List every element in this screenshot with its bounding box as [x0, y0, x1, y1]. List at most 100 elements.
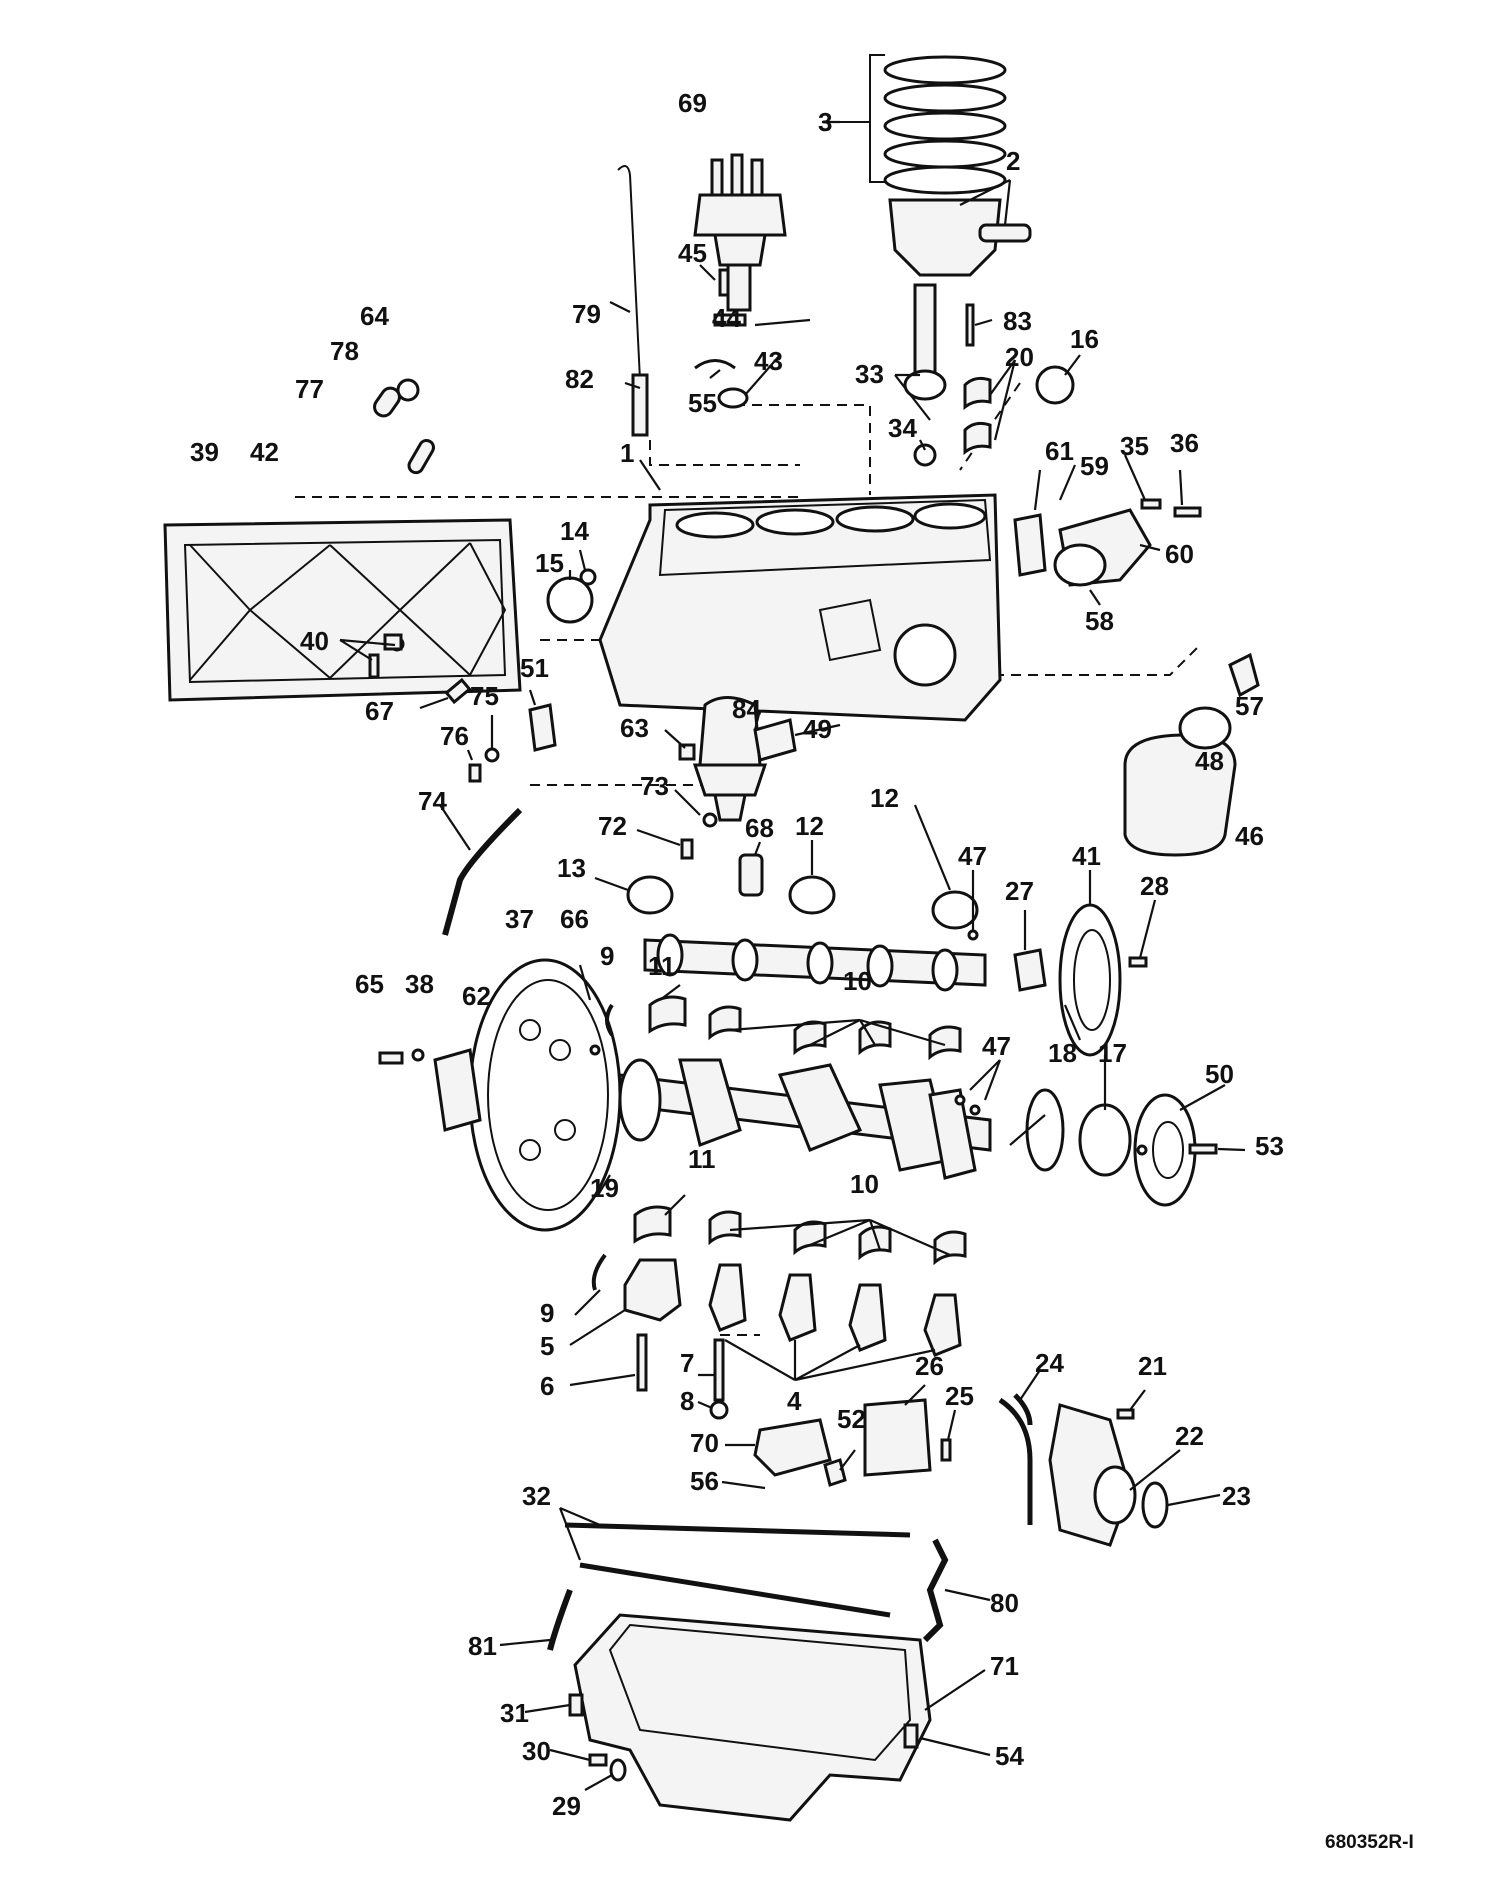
callout-26: 26	[915, 1351, 944, 1381]
oil-pan-gasket-right	[579, 1562, 891, 1618]
rocker-spacer	[373, 386, 401, 418]
callout-73: 73	[640, 771, 669, 801]
callout-75: 75	[470, 681, 499, 711]
oil-pump-screen-clip	[823, 1458, 847, 1487]
callout-78: 78	[330, 336, 359, 366]
main-bearing-upper-4	[928, 1025, 962, 1061]
callout-66: 66	[560, 904, 589, 934]
rod-bearing-upper	[963, 376, 992, 411]
thrust-bearing-upper	[648, 995, 687, 1034]
callout-74: 74	[418, 786, 447, 816]
rod-bearing-lower	[963, 421, 992, 456]
drain-plug	[588, 1753, 608, 1767]
callout-5: 5	[540, 1331, 554, 1361]
valve-rocker-cover	[163, 518, 522, 702]
camshaft-bearing-rear	[931, 890, 979, 930]
callout-37: 37	[505, 904, 534, 934]
camshaft-bearing	[788, 875, 836, 915]
callout-48: 48	[1195, 746, 1224, 776]
main-bearing-cap-1	[708, 1263, 747, 1332]
callout-29: 29	[552, 1791, 581, 1821]
oil-pump-stud	[713, 1338, 725, 1402]
oil-pan-gasket-left	[564, 1522, 911, 1538]
callout-60: 60	[1165, 539, 1194, 569]
callout-38: 38	[405, 969, 434, 999]
callout-15: 15	[535, 548, 564, 578]
piston-ring-1	[883, 55, 1007, 85]
callout-13: 13	[557, 853, 586, 883]
callout-79: 79	[572, 299, 601, 329]
callout-57: 57	[1235, 691, 1264, 721]
wire-clip	[694, 359, 736, 370]
callout-46: 46	[1235, 821, 1264, 851]
main-bearing-lower-4	[933, 1230, 967, 1266]
callout-58: 58	[1085, 606, 1114, 636]
callout-36: 36	[1170, 428, 1199, 458]
callout-69: 69	[678, 88, 707, 118]
callout-21: 21	[1138, 1351, 1167, 1381]
distributor-gasket	[717, 387, 749, 409]
callout-62: 62	[462, 981, 491, 1011]
piston-pin	[978, 223, 1032, 243]
fitting	[678, 743, 696, 761]
oil-pressure-fitting	[1228, 652, 1260, 698]
callout-43: 43	[754, 346, 783, 376]
callout-8: 8	[680, 1386, 694, 1416]
callout-18: 18	[1048, 1038, 1077, 1068]
callout-47b: 47	[982, 1031, 1011, 1061]
callout-39: 39	[190, 437, 219, 467]
bracket	[528, 703, 557, 752]
crankshaft-hub	[1078, 1103, 1132, 1177]
callout-71: 71	[990, 1651, 1019, 1681]
callout-84: 84	[732, 694, 761, 724]
callout-22: 22	[1175, 1421, 1204, 1451]
callout-labels: 3 2 69 45 79 44 83 82 43 20 16 33 55 64 …	[190, 88, 1414, 1853]
nut	[709, 1400, 729, 1420]
callout-67: 67	[365, 696, 394, 726]
callout-54: 54	[995, 1741, 1024, 1771]
rear-seal-lower	[591, 1253, 607, 1291]
oil-pan-seal-front	[922, 1538, 949, 1643]
oil-filter	[1123, 733, 1237, 857]
oil-pan-bolt	[568, 1693, 584, 1717]
flywheel-hub	[433, 1048, 482, 1132]
callout-23: 23	[1222, 1481, 1251, 1511]
oil-pan-seal-rear	[547, 1588, 573, 1651]
camshaft-bearing-front	[626, 875, 674, 915]
main-bearing-upper-2	[793, 1020, 827, 1056]
callout-9: 9	[600, 941, 614, 971]
thrust-bearing-lower	[633, 1205, 672, 1244]
callout-11b: 11	[688, 1144, 716, 1174]
callout-10b: 10	[850, 1169, 879, 1199]
callout-59: 59	[1080, 451, 1109, 481]
callout-81: 81	[468, 1631, 497, 1661]
temperature-sender	[444, 677, 472, 705]
piston-ring-5	[883, 165, 1007, 195]
drain-plug-gasket	[609, 1758, 627, 1782]
callout-9b: 9	[540, 1298, 554, 1328]
callout-31: 31	[500, 1698, 529, 1728]
parts	[163, 54, 1260, 1822]
main-bearing-upper-3	[858, 1020, 892, 1056]
callout-55: 55	[688, 388, 717, 418]
callout-42: 42	[250, 437, 279, 467]
expansion-plug	[1035, 365, 1075, 405]
connecting-rod	[913, 283, 937, 377]
oil-filler-plug	[913, 443, 937, 467]
callout-25: 25	[945, 1381, 974, 1411]
callout-3: 3	[818, 107, 832, 137]
plug-stud	[383, 633, 403, 651]
callout-80: 80	[990, 1588, 1019, 1618]
callout-30: 30	[522, 1736, 551, 1766]
callout-50: 50	[1205, 1059, 1234, 1089]
timing-cover-gasket	[998, 1397, 1033, 1525]
callout-2: 2	[1006, 146, 1020, 176]
callout-10: 10	[843, 966, 872, 996]
callout-49: 49	[803, 714, 832, 744]
callout-53: 53	[1255, 1131, 1284, 1161]
main-bearing-cap-2	[778, 1273, 817, 1342]
bolt	[965, 303, 975, 347]
oil-pan-bolt-front	[903, 1723, 919, 1749]
callout-19: 19	[590, 1173, 619, 1203]
